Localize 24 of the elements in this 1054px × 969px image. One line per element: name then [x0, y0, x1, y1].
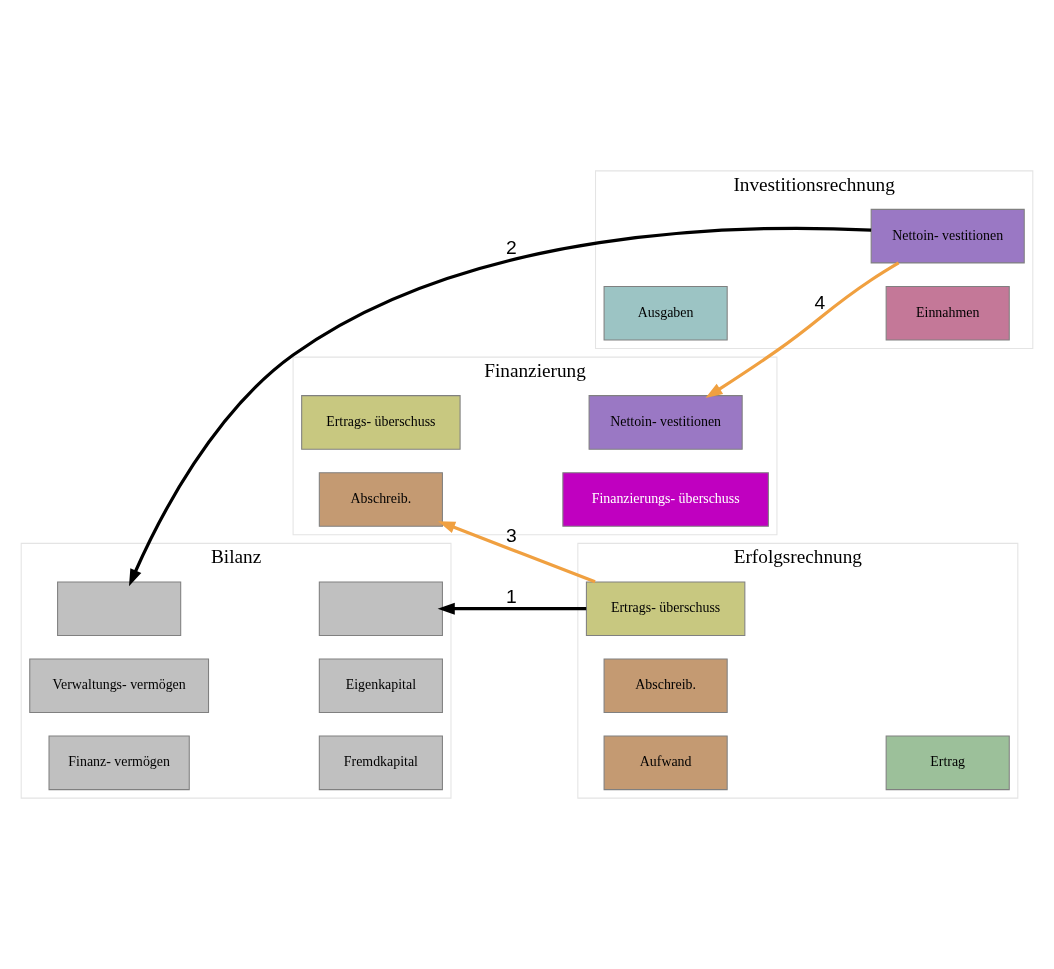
node-box: Ausgaben — [603, 285, 728, 341]
node-box: Ertrags- überschuss — [301, 395, 461, 450]
edge-label: 4 — [814, 292, 826, 314]
node-box: Finanzierungs- überschuss — [562, 472, 769, 527]
node-box: Fremdkapital — [318, 735, 443, 791]
node-box: Ertrag — [885, 735, 1010, 791]
node-box: Nettoin- vestitionen — [588, 395, 743, 450]
node-box: Abschreib. — [318, 472, 443, 527]
edge-label: 1 — [506, 585, 517, 607]
node-box: Ertrags- überschuss — [585, 581, 746, 636]
node-box: Abschreib. — [603, 658, 728, 714]
node-box: Verwaltungs- vermögen — [29, 658, 210, 714]
node-box: Eigenkapital — [318, 658, 443, 714]
arrow — [129, 226, 872, 587]
node-box: Nettoin- vestitionen — [870, 208, 1025, 264]
node-box — [318, 581, 443, 636]
arrow — [437, 602, 587, 615]
node-box: Aufwand — [603, 735, 728, 791]
node-box: Einnahmen — [885, 285, 1010, 341]
arrow — [438, 521, 596, 584]
node-box — [57, 581, 182, 636]
node-box: Finanz- vermögen — [48, 735, 190, 791]
arrow — [705, 261, 900, 399]
edge-label: 2 — [506, 236, 517, 258]
